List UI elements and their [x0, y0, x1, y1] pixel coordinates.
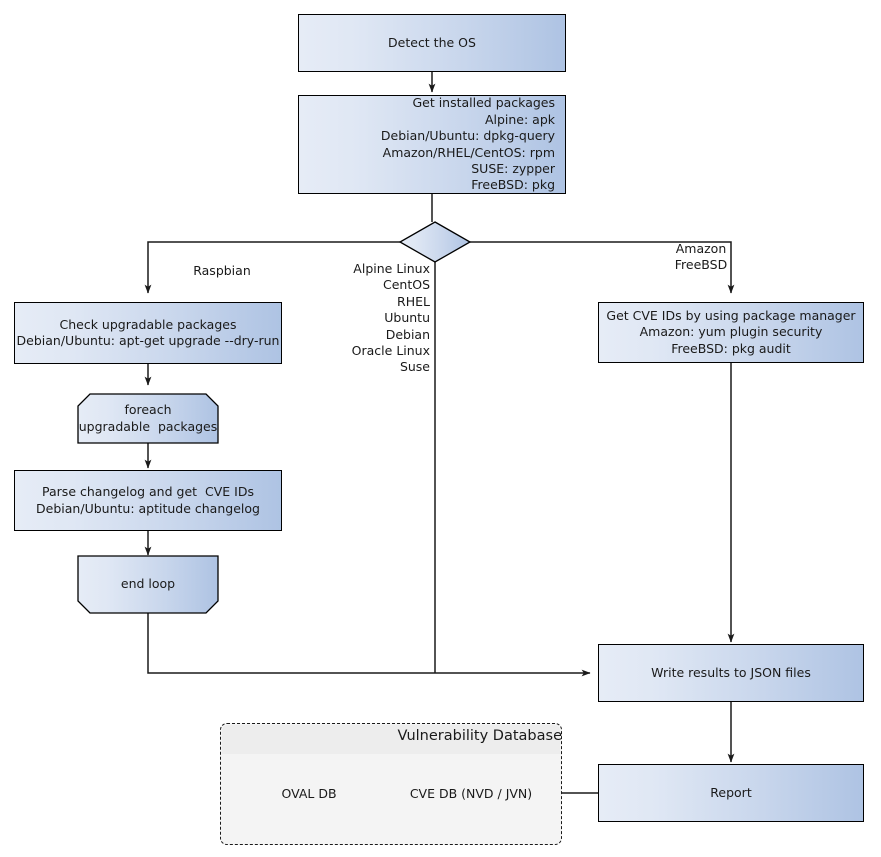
node-parse-changelog-label: Parse changelog and get CVE IDs Debian/U… — [36, 484, 260, 516]
node-end-loop[interactable]: end loop — [78, 556, 218, 613]
loop-start-shape — [77, 393, 219, 444]
cve-db-label: CVE DB (NVD / JVN) — [409, 786, 533, 801]
vulnerability-database-group-header — [222, 725, 560, 754]
edge-label-right-branch: Amazon FreeBSD — [674, 241, 728, 273]
node-report[interactable]: Report — [598, 764, 864, 822]
vulnerability-database-title-clip: Vulnerability Database — [222, 727, 562, 753]
node-write-results-label: Write results to JSON files — [651, 664, 811, 680]
node-check-upgradable-label: Check upgradable packages Debian/Ubuntu:… — [16, 316, 280, 348]
node-check-upgradable[interactable]: Check upgradable packages Debian/Ubuntu:… — [14, 302, 282, 364]
oval-db-label: OVAL DB — [281, 786, 337, 801]
node-write-results[interactable]: Write results to JSON files — [598, 644, 864, 702]
node-detect-os[interactable]: Detect the OS — [298, 14, 566, 72]
decision-diamond — [398, 221, 472, 263]
node-foreach-loop-label: foreach upgradable packages — [78, 402, 218, 434]
edge-label-middle-branch: Alpine Linux CentOS RHEL Ubuntu Debian O… — [351, 261, 430, 375]
loop-end-shape — [77, 555, 219, 614]
node-get-cve-ids[interactable]: Get CVE IDs by using package manager Ama… — [598, 302, 864, 363]
node-detect-os-label: Detect the OS — [388, 34, 476, 50]
node-get-installed-packages[interactable]: Get installed packages Alpine: apk Debia… — [298, 95, 566, 194]
node-get-installed-packages-label: Get installed packages Alpine: apk Debia… — [380, 95, 555, 193]
node-foreach-loop[interactable]: foreach upgradable packages — [78, 394, 218, 443]
node-report-label: Report — [710, 784, 752, 800]
node-parse-changelog[interactable]: Parse changelog and get CVE IDs Debian/U… — [14, 470, 282, 531]
vulnerability-database-title: Vulnerability Database — [397, 728, 562, 744]
node-get-cve-ids-label: Get CVE IDs by using package manager Ama… — [606, 307, 856, 356]
node-end-loop-label: end loop — [120, 576, 176, 592]
edge-label-raspbian: Raspbian — [193, 263, 251, 278]
